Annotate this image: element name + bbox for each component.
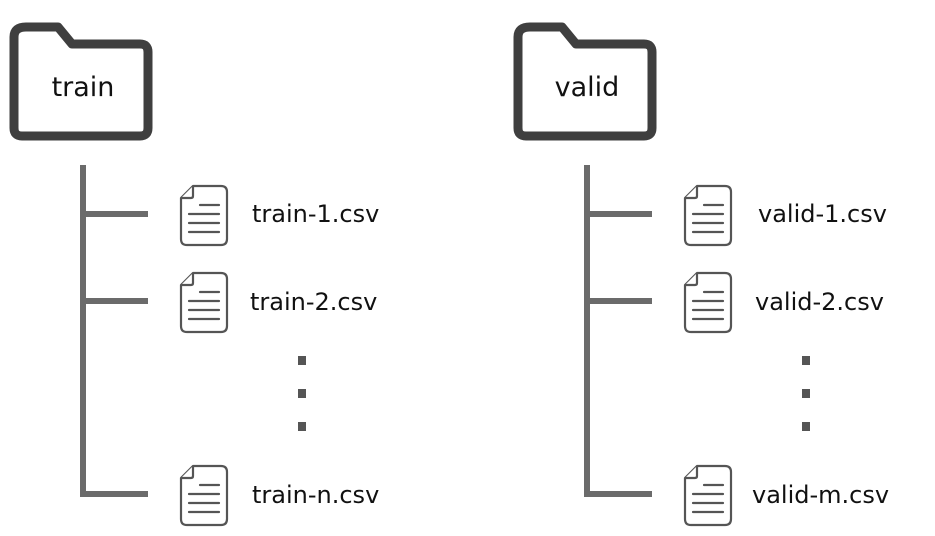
file-entry[interactable]: train-2.csv xyxy=(179,271,377,334)
folder-label: train xyxy=(52,72,115,103)
folder-group-valid: valid valid-1.csv xyxy=(513,22,889,527)
tree-connector xyxy=(80,165,148,497)
file-name: train-1.csv xyxy=(252,200,379,228)
file-entry[interactable]: valid-1.csv xyxy=(683,184,887,247)
file-entry[interactable]: valid-m.csv xyxy=(683,464,889,527)
vertical-ellipsis-icon xyxy=(802,356,810,431)
file-icon xyxy=(683,184,733,247)
folder-icon[interactable]: train xyxy=(9,22,153,141)
file-name: train-n.csv xyxy=(252,481,379,509)
file-icon xyxy=(683,271,733,334)
folder-icon[interactable]: valid xyxy=(513,22,657,141)
file-icon xyxy=(179,184,229,247)
vertical-ellipsis-icon xyxy=(298,356,306,431)
file-name: valid-1.csv xyxy=(758,200,887,228)
file-entry[interactable]: train-n.csv xyxy=(179,464,379,527)
folder-label: valid xyxy=(555,72,620,103)
tree-connector xyxy=(584,165,652,497)
file-name: valid-m.csv xyxy=(752,481,889,509)
file-icon xyxy=(179,464,229,527)
file-icon xyxy=(179,271,229,334)
file-entry[interactable]: train-1.csv xyxy=(179,184,379,247)
file-entry[interactable]: valid-2.csv xyxy=(683,271,884,334)
file-icon xyxy=(683,464,733,527)
file-name: valid-2.csv xyxy=(755,288,884,316)
file-name: train-2.csv xyxy=(250,288,377,316)
folder-group-train: train train-1.csv xyxy=(9,22,379,527)
